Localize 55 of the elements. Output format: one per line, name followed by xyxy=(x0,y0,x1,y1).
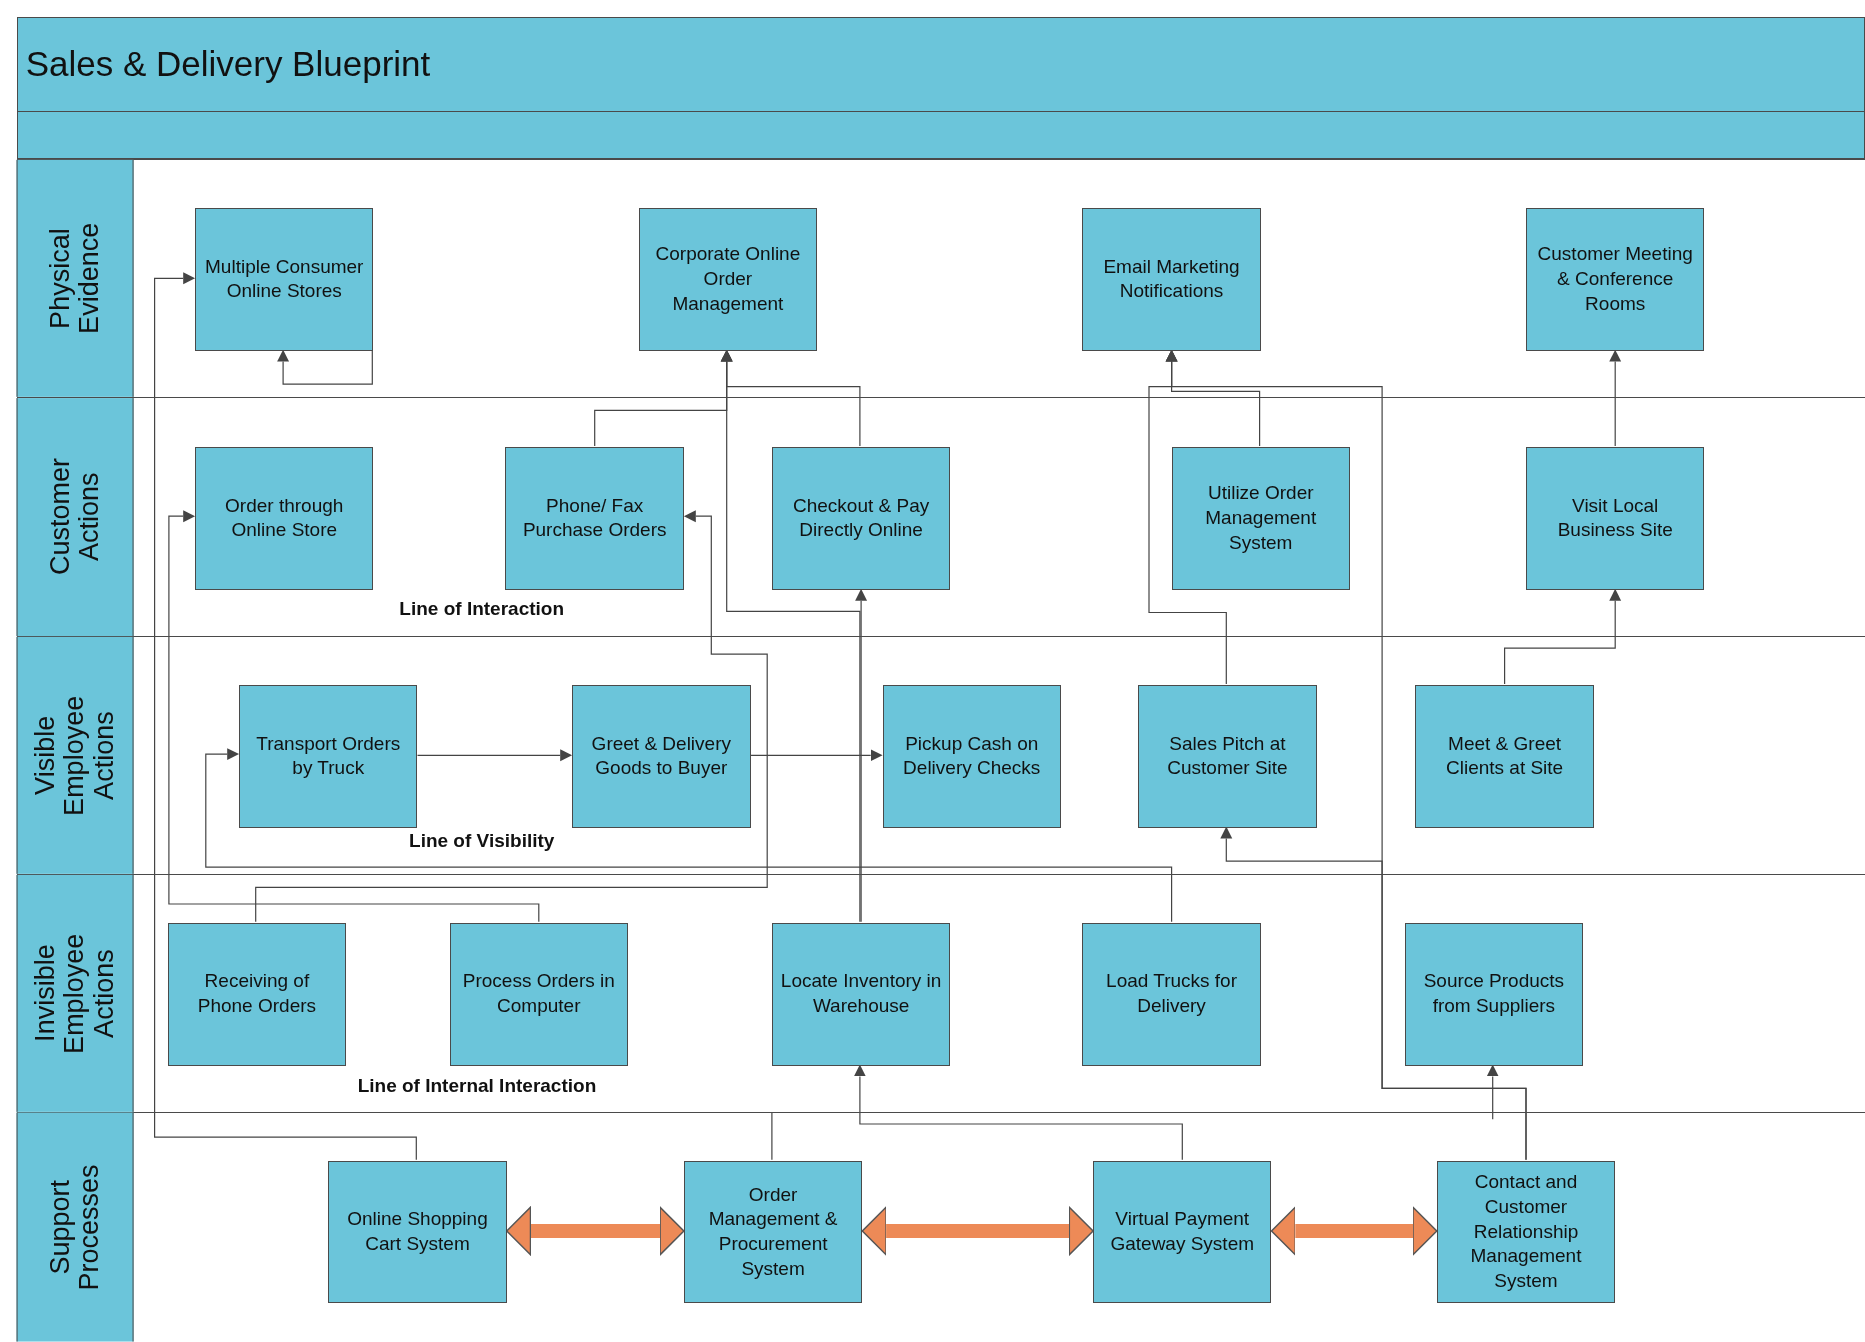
arrow xyxy=(1609,349,1622,447)
process-box: Sales Pitch at Customer Site xyxy=(1138,684,1317,828)
arrow xyxy=(855,588,868,923)
process-box: Email Marketing Notifications xyxy=(1082,207,1261,351)
process-box: Pickup Cash on Delivery Checks xyxy=(882,684,1061,828)
process-box: Visit Local Business Site xyxy=(1526,447,1705,590)
arrow xyxy=(205,748,1173,923)
process-box: Greet & Delivery Goods to Buyer xyxy=(572,684,751,828)
process-box: Process Orders in Computer xyxy=(449,922,628,1066)
arrow xyxy=(416,749,573,762)
process-box: Customer Meeting & Conference Rooms xyxy=(1526,207,1705,351)
process-box: Phone/ Fax Purchase Orders xyxy=(505,447,684,590)
arrow xyxy=(1486,1064,1499,1120)
swimlane xyxy=(16,874,1865,1113)
arrow xyxy=(749,749,883,762)
arrow xyxy=(1220,826,1527,1161)
arrow xyxy=(853,1064,1183,1161)
lane-header: Customer Actions xyxy=(16,398,134,637)
double-arrow xyxy=(861,1206,1094,1256)
process-box: Order Management & Procurement System xyxy=(683,1160,863,1304)
lane-header: Physical Evidence xyxy=(16,160,134,398)
boundary-label: Line of Visibility xyxy=(409,830,555,853)
process-box: Utilize Order Management System xyxy=(1171,447,1350,590)
boundary-label: Line of Interaction xyxy=(399,598,565,621)
swimlane xyxy=(16,1112,1865,1342)
process-box: Meet & Greet Clients at Site xyxy=(1415,684,1594,828)
lane-header: Invisible Employee Actions xyxy=(16,875,134,1113)
connector-line xyxy=(771,1111,773,1161)
swimlane xyxy=(16,159,1865,398)
process-box: Receiving of Phone Orders xyxy=(167,922,347,1066)
arrow xyxy=(1504,588,1622,685)
process-box: Corporate Online Order Management xyxy=(638,207,818,351)
lane-header: Support Processes xyxy=(16,1113,134,1342)
process-box: Load Trucks for Delivery xyxy=(1082,922,1261,1066)
swimlane xyxy=(16,636,1865,875)
arrow xyxy=(168,510,540,923)
arrow xyxy=(277,349,373,385)
boundary-label: Line of Internal Interaction xyxy=(357,1075,597,1098)
process-box: Virtual Payment Gateway System xyxy=(1093,1160,1272,1304)
process-box: Transport Orders by Truck xyxy=(239,684,418,828)
process-box: Source Products from Suppliers xyxy=(1404,922,1584,1066)
swimlane xyxy=(16,397,1865,637)
arrow xyxy=(720,349,861,923)
process-box: Order through Online Store xyxy=(195,447,374,590)
process-box: Contact and Customer Relationship Management System xyxy=(1436,1160,1616,1304)
lane-header: Visible Employee Actions xyxy=(16,637,134,875)
arrow xyxy=(154,272,417,1161)
process-box: Multiple Consumer Online Stores xyxy=(195,207,374,351)
double-arrow xyxy=(1270,1206,1438,1256)
arrow xyxy=(255,510,768,923)
diagram-title: Sales & Delivery Blueprint xyxy=(25,44,431,85)
process-box: Online Shopping Cart System xyxy=(328,1160,507,1304)
process-box: Checkout & Pay Directly Online xyxy=(771,447,951,590)
process-box: Locate Inventory in Warehouse xyxy=(771,922,951,1066)
double-arrow xyxy=(505,1206,685,1256)
